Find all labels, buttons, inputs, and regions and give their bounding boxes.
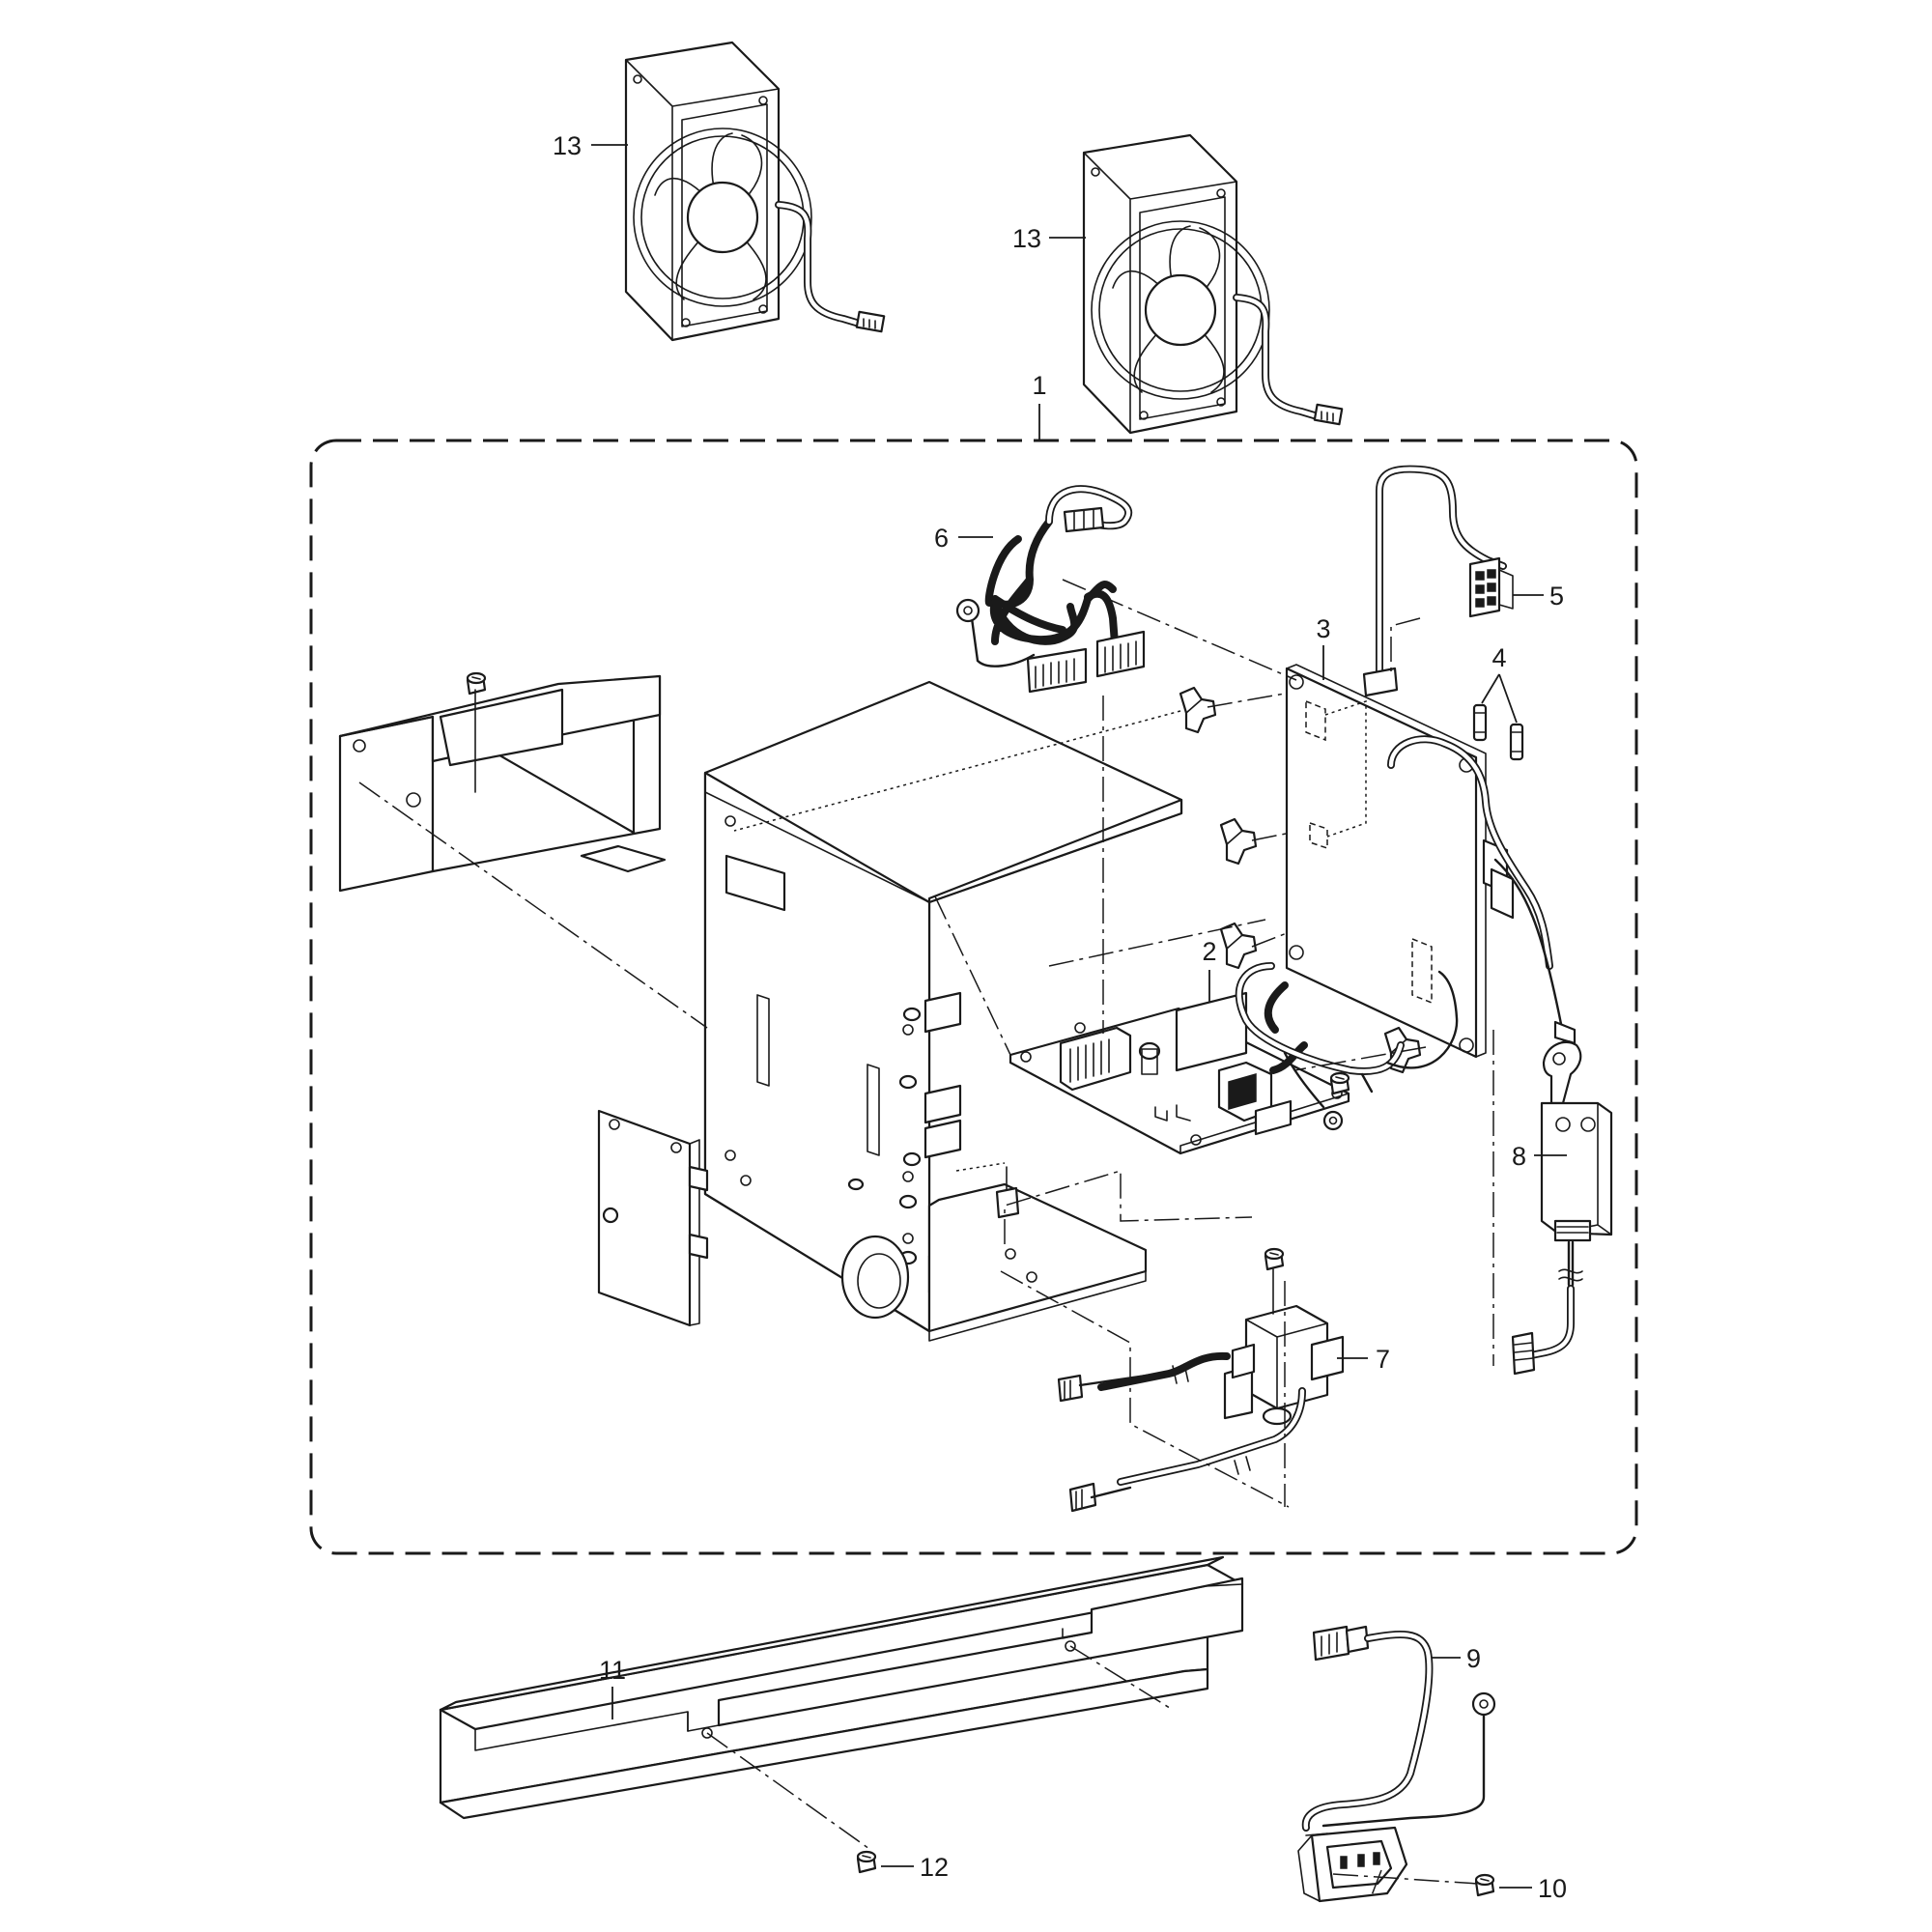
door-switch-8 [1511, 1040, 1613, 1376]
callout-4: 4 [1492, 643, 1506, 672]
leader-4 [1481, 673, 1518, 724]
pcb-board-2 [1009, 991, 1350, 1155]
base-plate [927, 1166, 1148, 1342]
callout-1: 1 [1032, 371, 1046, 400]
callout-6: 6 [934, 524, 949, 553]
callout-13a: 13 [553, 131, 582, 160]
callout-3: 3 [1316, 614, 1330, 643]
mounting-bracket-top [338, 671, 667, 893]
power-inlet-harness-9 [1297, 1625, 1496, 1903]
wire-harness-6 [955, 485, 1146, 694]
callout-2: 2 [1202, 937, 1216, 966]
callout-5: 5 [1549, 582, 1564, 611]
cooling-fan-right [1084, 135, 1342, 433]
assembly-boundary [309, 439, 1638, 1555]
pcb-board-3 [1285, 664, 1580, 1066]
main-chassis-box [703, 680, 1183, 1333]
guide-11-screw [706, 1732, 870, 1850]
transformer-7 [1057, 1247, 1345, 1513]
guide-11-right [1069, 1645, 1174, 1711]
screw-12 [856, 1850, 877, 1874]
side-cover-plate [597, 1109, 709, 1327]
callout-9: 9 [1466, 1644, 1481, 1673]
callout-10: 10 [1538, 1874, 1567, 1903]
callout-8: 8 [1512, 1142, 1526, 1171]
guide-9-screw [1332, 1869, 1479, 1896]
callout-7: 7 [1376, 1345, 1390, 1374]
callout-12: 12 [920, 1853, 949, 1882]
callout-13b: 13 [1012, 224, 1041, 253]
screw-10 [1474, 1873, 1495, 1897]
assembly-guide-lines [358, 579, 1494, 1508]
callout-11: 11 [599, 1656, 626, 1685]
wire-harness-5 [1362, 465, 1514, 697]
cooling-fan-left [626, 43, 884, 340]
cover-channel-11 [439, 1555, 1244, 1820]
fuses-4 [1472, 703, 1524, 761]
internal-cable-loop [1235, 962, 1459, 1131]
